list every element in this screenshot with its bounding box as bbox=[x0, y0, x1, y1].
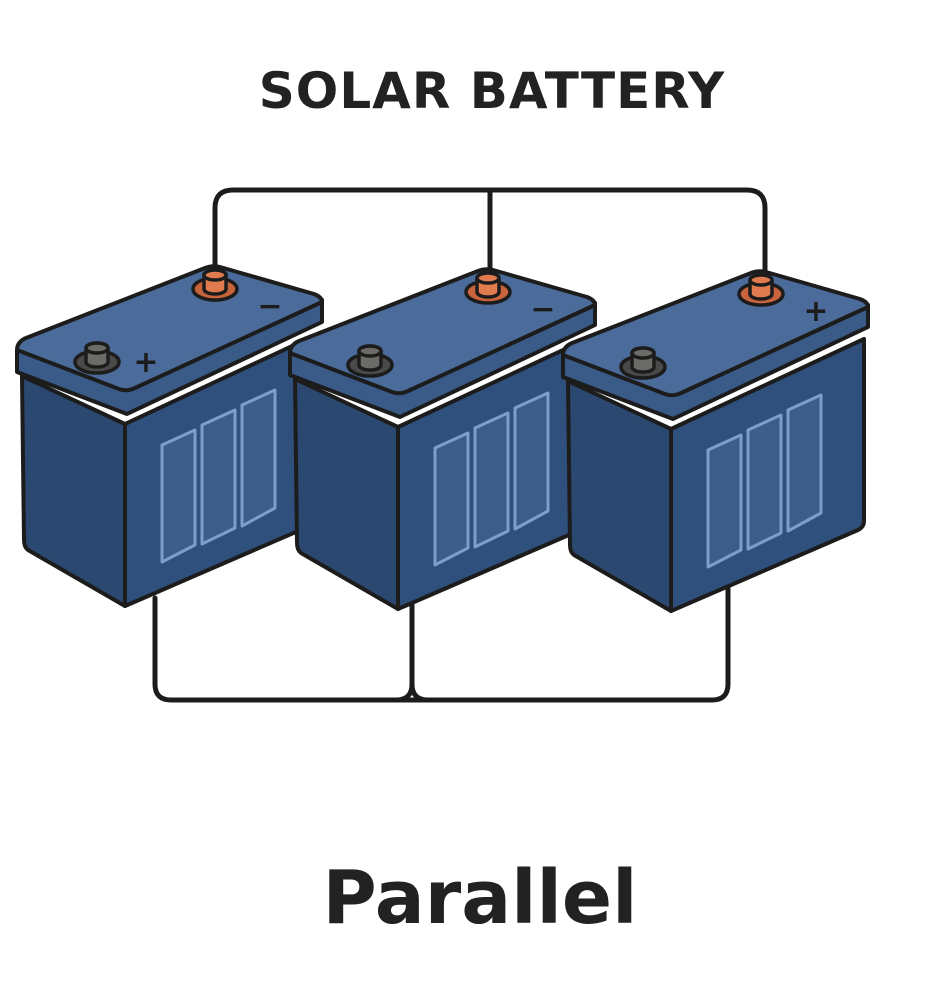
battery-cell-window bbox=[513, 391, 550, 531]
battery-1: −+ bbox=[15, 264, 324, 608]
black-terminal-icon bbox=[346, 344, 394, 378]
orange-terminal-sign: − bbox=[257, 289, 282, 324]
battery-2: − bbox=[288, 267, 597, 611]
diagram-subtitle: Parallel bbox=[322, 855, 638, 941]
battery-cell-window bbox=[473, 411, 510, 549]
bottom-wire bbox=[152, 572, 731, 703]
black-terminal-icon bbox=[619, 346, 667, 380]
orange-terminal-icon bbox=[737, 273, 785, 307]
orange-terminal-icon bbox=[464, 271, 512, 305]
battery-cell-window bbox=[240, 388, 277, 528]
orange-terminal-sign: − bbox=[530, 292, 555, 327]
orange-terminal-icon bbox=[191, 268, 239, 302]
battery-cell-window bbox=[706, 433, 743, 569]
battery-3: + bbox=[561, 269, 870, 613]
battery-cell-window bbox=[200, 408, 237, 546]
battery-cell-window bbox=[786, 393, 823, 533]
battery-cell-window bbox=[160, 428, 197, 564]
diagram-title: SOLAR BATTERY bbox=[258, 62, 726, 120]
black-terminal-sign: + bbox=[133, 345, 158, 380]
orange-terminal-sign: + bbox=[803, 294, 828, 329]
black-terminal-icon bbox=[73, 341, 121, 375]
top-wire bbox=[212, 187, 768, 275]
battery-cell-window bbox=[433, 431, 470, 567]
battery-cell-window bbox=[746, 413, 783, 551]
battery-left-face bbox=[20, 374, 127, 608]
battery-left-face bbox=[293, 377, 400, 611]
battery-left-face bbox=[566, 379, 673, 613]
